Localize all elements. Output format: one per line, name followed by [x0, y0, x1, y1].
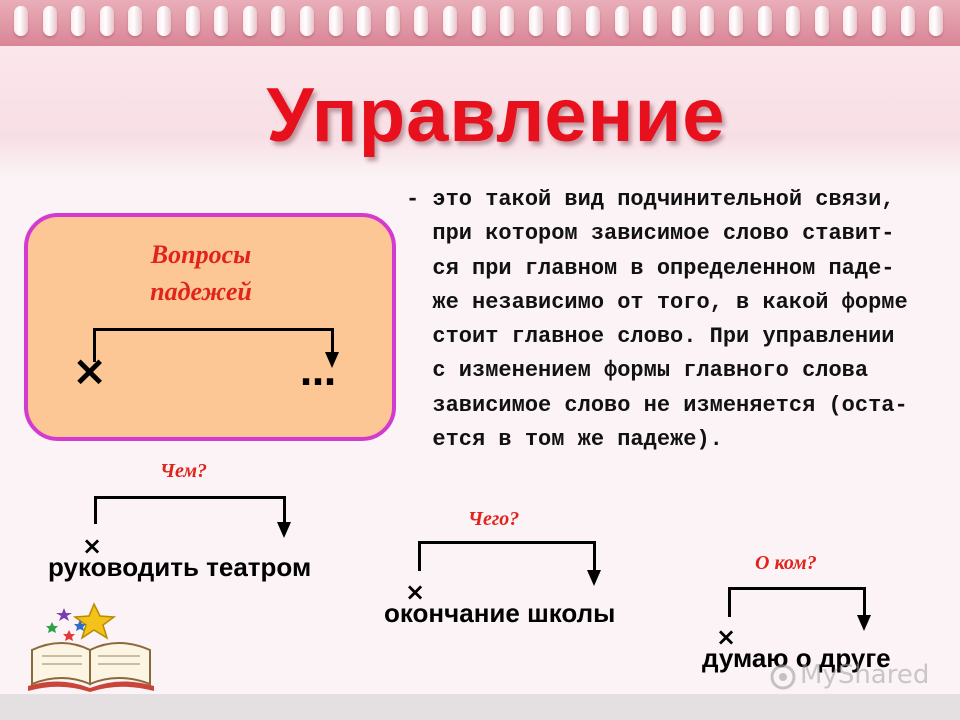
main-word-cross-icon: × — [72, 346, 108, 395]
binder-ring — [900, 6, 915, 36]
example-bracket-left — [418, 541, 421, 571]
binder-ring — [586, 6, 600, 36]
scheme-box-label-line1: Вопросы — [150, 240, 252, 269]
binder-ring — [729, 6, 743, 36]
binder-ring — [99, 6, 114, 36]
scheme-bracket-left — [93, 328, 96, 362]
example-arrowhead — [857, 615, 871, 631]
definition-line: при котором зависимое слово ставит- — [406, 221, 895, 247]
binder-ring — [843, 6, 858, 36]
slide-title: Управление — [266, 73, 726, 158]
scheme-bracket-top — [93, 328, 334, 331]
binder-ring — [528, 6, 543, 36]
dependent-word-dots: … — [300, 353, 338, 394]
example-bracket-left — [728, 587, 731, 617]
binder-ring — [128, 6, 143, 36]
example-arrowhead — [587, 570, 601, 586]
example-question: О ком? — [755, 552, 817, 574]
binder-ring — [328, 6, 343, 36]
example-phrase: окончание школы — [384, 598, 616, 628]
definition-line: стоит главное слово. При управлении — [406, 324, 895, 350]
example-phrase: руководить театром — [48, 552, 312, 582]
example-bracket-top — [728, 587, 866, 590]
example-arrowhead — [277, 522, 291, 538]
watermark-logo-icon — [770, 664, 796, 690]
binder-ring — [872, 6, 886, 36]
binder-ring — [214, 6, 229, 36]
binder-ring — [700, 6, 715, 36]
scheme-bracket-right — [331, 328, 334, 354]
scheme-box-label: Вопросы падежей — [126, 236, 276, 310]
example-question: Чего? — [468, 508, 520, 530]
watermark-text: MyShared — [800, 660, 930, 690]
binder-ring — [14, 6, 28, 36]
title-band — [0, 46, 960, 176]
binder-ring — [271, 6, 286, 36]
example-question: Чем? — [160, 460, 208, 482]
binder-ring — [443, 6, 457, 36]
binder-ring — [643, 6, 658, 36]
binder-ring — [500, 6, 515, 36]
binder-ring — [71, 6, 86, 36]
binder-ring — [42, 6, 57, 36]
binder-ring — [471, 6, 486, 36]
book-with-stars-icon — [28, 602, 154, 692]
binder-ring — [185, 6, 200, 36]
example-bracket-right — [863, 587, 866, 617]
binder-ring — [157, 6, 171, 36]
binder-ring — [242, 6, 257, 36]
scheme-box-label-line2: падежей — [150, 277, 252, 306]
binder-ring — [757, 6, 772, 36]
main-word-cross-icon: × — [716, 623, 737, 651]
example-bracket-right — [283, 496, 286, 524]
binder-ring — [671, 6, 686, 36]
definition-line: с изменением формы главного слова — [406, 358, 869, 384]
definition-line: ется в том же падеже). — [406, 427, 723, 453]
binder-ring — [385, 6, 400, 36]
definition-line: ся при главном в определенном паде- — [406, 255, 895, 281]
binder-ring — [300, 6, 314, 36]
example-phrase: думаю о друге — [702, 643, 891, 673]
main-word-cross-icon: × — [405, 578, 426, 606]
binder-ring — [414, 6, 429, 36]
example-bracket-top — [418, 541, 596, 544]
scheme-arrowhead — [325, 352, 339, 368]
binder-ring — [929, 6, 944, 36]
scheme-box — [24, 213, 396, 441]
definition-text: - это такой вид подчинительной связи, пр… — [406, 183, 936, 457]
binder-ring — [357, 6, 372, 36]
definition-line: зависимое слово не изменяется (оста- — [406, 392, 908, 418]
example-bracket-left — [94, 496, 97, 524]
main-word-cross-icon: × — [82, 532, 103, 560]
example-bracket-right — [593, 541, 596, 571]
binder-rings — [0, 0, 960, 46]
binder-ring — [786, 6, 801, 36]
example-bracket-top — [94, 496, 286, 499]
binder-ring — [814, 6, 829, 36]
binder-ring — [557, 6, 572, 36]
binder-ring — [614, 6, 629, 36]
definition-line: же независимо от того, в какой форме — [406, 289, 908, 315]
bottom-bar — [0, 694, 960, 720]
definition-line: - это такой вид подчинительной связи, — [406, 187, 895, 212]
